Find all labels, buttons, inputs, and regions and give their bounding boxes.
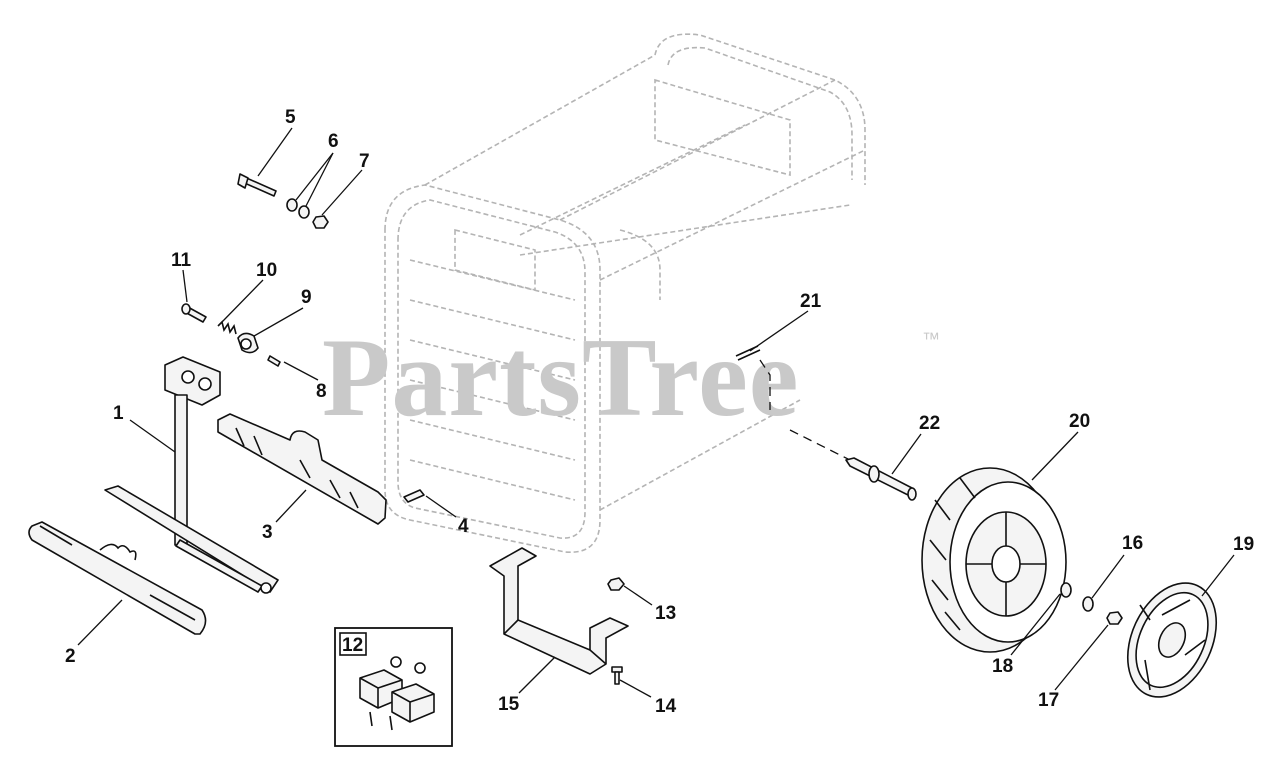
callout-19: 19 [1233, 534, 1254, 555]
part-1-handle-post [104, 356, 279, 594]
part-16-washer [1082, 596, 1094, 612]
generator-frame-outline [384, 33, 866, 553]
callout-13: 13 [655, 603, 676, 624]
callout-20: 20 [1069, 411, 1090, 432]
leader-lines [77, 127, 1235, 698]
part-10-spring [217, 320, 237, 335]
part-11-pin [181, 303, 207, 323]
watermark-text: PartsTree [322, 316, 800, 440]
callout-21: 21 [800, 291, 822, 312]
part-7-nut [312, 215, 329, 229]
callout-2: 2 [65, 646, 76, 667]
part-12-kit-box [334, 627, 453, 747]
callout-16: 16 [1122, 533, 1143, 554]
part-14-bolt [611, 666, 623, 685]
part-3-bracket [217, 413, 387, 525]
part-9-knob [237, 332, 259, 354]
callout-22: 22 [919, 413, 940, 434]
callout-9: 9 [301, 287, 312, 308]
callout-14: 14 [655, 696, 677, 717]
callout-4: 4 [458, 516, 469, 537]
callout-10: 10 [256, 260, 277, 281]
part-17-nut [1106, 611, 1123, 625]
callout-17: 17 [1038, 690, 1059, 711]
callout-7: 7 [359, 151, 370, 172]
part-5-bolt [237, 173, 277, 197]
callout-15: 15 [498, 694, 520, 715]
part-2-grip [28, 521, 207, 635]
callout-1: 1 [113, 403, 124, 424]
callout-18: 18 [992, 656, 1013, 677]
part-8-screw [267, 355, 281, 367]
part-19-hub-cap [1126, 582, 1218, 698]
part-6-washers [286, 198, 310, 219]
watermark: PartsTree ™ [322, 316, 940, 440]
callout-6: 6 [328, 131, 339, 152]
part-15-support-foot [489, 547, 629, 675]
callout-5: 5 [285, 107, 296, 128]
part-22-axle [789, 429, 917, 501]
part-20-wheel [921, 467, 1067, 653]
watermark-trademark: ™ [922, 329, 940, 349]
part-13-nut [607, 577, 625, 591]
part-18-washer [1060, 582, 1072, 598]
callout-3: 3 [262, 522, 273, 543]
part-4-screw [403, 489, 425, 503]
callout-12: 12 [342, 635, 363, 656]
callout-labels: 5 6 7 11 10 9 8 1 3 4 2 12 13 14 15 21 2… [65, 107, 1254, 717]
callout-8: 8 [316, 381, 327, 402]
callout-11: 11 [171, 250, 192, 271]
